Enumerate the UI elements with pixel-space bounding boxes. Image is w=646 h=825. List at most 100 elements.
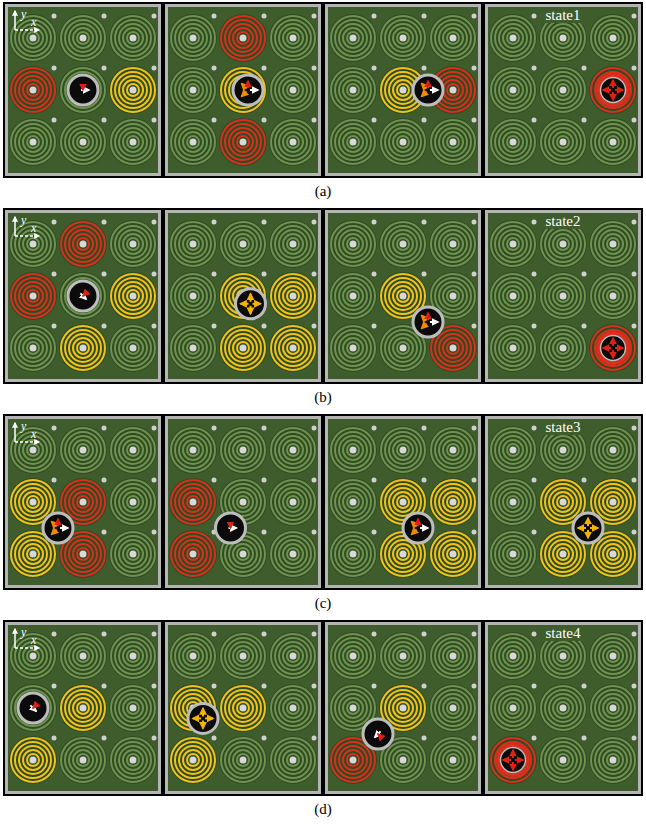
coil-winding [397,650,409,662]
coil-winding [443,80,463,100]
coil-winding [15,484,51,520]
coil-base [9,632,57,680]
coil-winding [331,120,375,164]
coil-winding [545,690,581,726]
coil-core [510,345,517,352]
coil-winding [591,16,635,60]
coil-core [560,551,567,558]
coil-core [450,705,457,712]
axis-label: y [21,626,26,638]
force-arrow [247,81,249,88]
coil-winding [275,124,311,160]
coil-winding [77,702,89,714]
coil-winding [127,136,139,148]
axis-label: y [21,420,26,432]
coil-winding [65,432,101,468]
coil-core [510,499,517,506]
coil-winding [115,742,151,778]
force-arrow [60,527,68,529]
coil-winding [591,68,635,112]
coil-winding [491,274,535,318]
coil-winding [343,28,363,48]
coil-winding [603,544,623,564]
panel-ground [168,419,318,585]
coil-base [329,426,377,474]
coil-winding [187,342,199,354]
coil-winding [271,274,315,318]
coil-winding [553,544,573,564]
coil-winding [175,432,211,468]
coil-core [400,499,407,506]
coil-winding [339,436,367,464]
coil-winding [19,540,47,568]
coil-winding [77,32,89,44]
coil-winding [557,650,569,662]
panel-border [165,416,321,588]
coil-core [240,757,247,764]
coil-winding [19,436,47,464]
coil-winding [385,432,421,468]
coil-winding [27,650,39,662]
coil-winding [187,496,199,508]
coil-winding [175,72,211,108]
mount-dot [472,426,477,431]
coil-winding [187,136,199,148]
coil-winding [77,548,89,560]
coil-winding [23,338,43,358]
coil-winding [183,338,203,358]
coil-winding [77,496,89,508]
coil-winding [553,750,573,770]
coil-winding [69,436,97,464]
coil-winding [389,642,417,670]
coil-winding [119,282,147,310]
coil-winding [179,540,207,568]
panel-ground [168,7,318,173]
mount-dot [372,324,377,329]
coil-winding [595,690,631,726]
coil-winding [607,650,619,662]
coil-winding [271,634,315,678]
coil-core [240,499,247,506]
coil-base [109,324,157,372]
panel-frame [163,208,323,384]
coil-core [240,35,247,42]
coil-winding [503,440,523,460]
coil-winding [19,128,47,156]
coil-base [489,272,537,320]
mount-dot [582,118,587,123]
coil-winding [65,536,101,572]
coil-winding [225,432,261,468]
coil-winding [491,686,535,730]
coil-winding [447,32,459,44]
coil-winding [61,120,105,164]
coil-winding [503,492,523,512]
panel-ground [488,213,638,379]
coil-core [130,757,137,764]
coil-winding [495,278,531,314]
mount-dot [372,684,377,689]
coil-winding [171,480,215,524]
coil-winding [439,128,467,156]
coil-winding [287,84,299,96]
coil-core [30,293,37,300]
coil-winding [607,548,619,560]
coil-core [350,499,357,506]
panel-border [325,210,481,382]
coil-base [379,118,427,166]
coil-winding [233,750,253,770]
coil-winding [11,686,55,730]
coil-winding [557,548,569,560]
mount-dot [212,324,217,329]
coil-winding [393,28,413,48]
force-arrow [422,323,427,328]
coil-winding [495,226,531,262]
coil-winding [447,496,459,508]
force-arrow [512,750,514,758]
coil-winding [115,690,151,726]
coil-winding [127,32,139,44]
coil-base [589,272,637,320]
coil-winding [331,428,375,472]
coil-winding [491,16,535,60]
coil-winding [439,540,467,568]
coil-core [350,447,357,454]
